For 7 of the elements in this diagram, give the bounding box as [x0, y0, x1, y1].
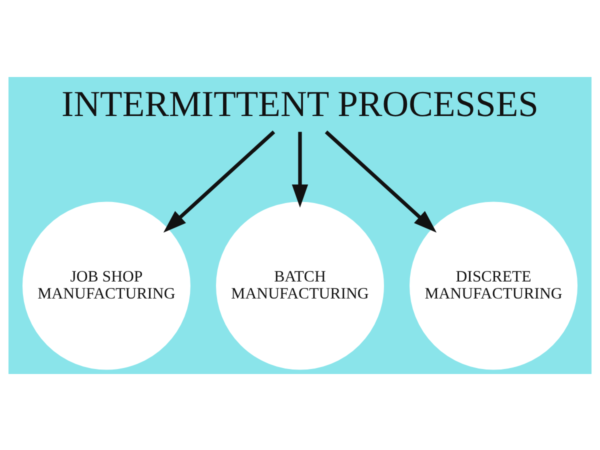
- node-circle: JOB SHOP MANUFACTURING: [22, 201, 190, 370]
- node-text: INTERMITTENT PROCESSES: [62, 82, 538, 124]
- arrow: [292, 131, 308, 208]
- arrow: [163, 130, 276, 232]
- arrow: [324, 130, 437, 232]
- node-circle: BATCH MANUFACTURING: [216, 201, 384, 370]
- node-circle: DISCRETE MANUFACTURING: [410, 201, 578, 370]
